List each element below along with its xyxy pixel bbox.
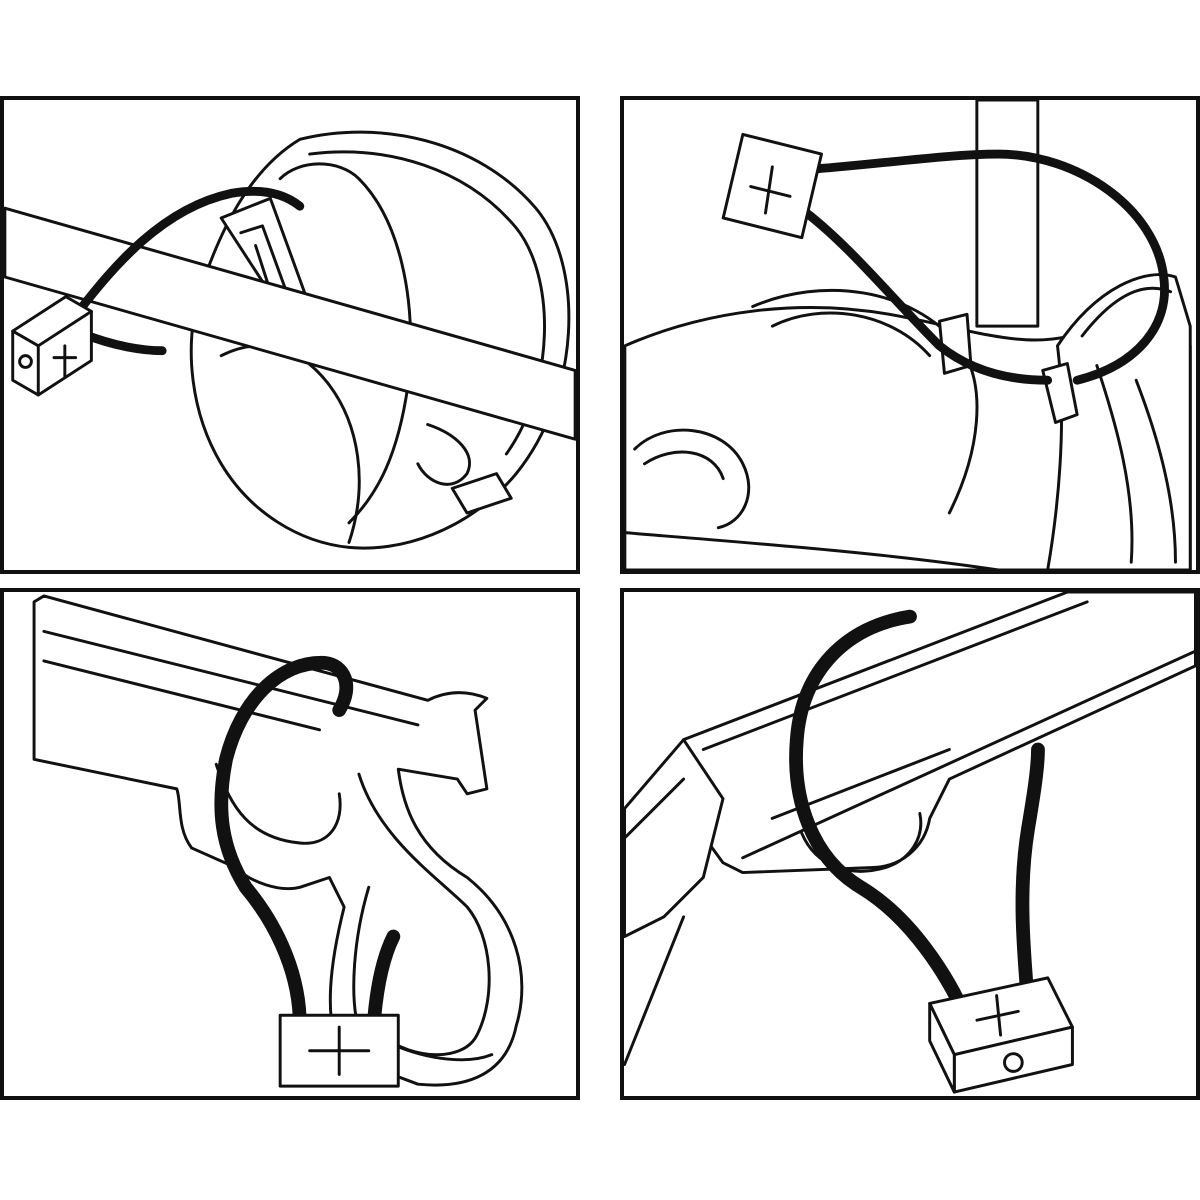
- panel-rifle: [620, 588, 1200, 1100]
- cable-2: [812, 149, 1169, 385]
- backpack-pole: [975, 100, 1040, 328]
- pistol-illustration: [32, 594, 524, 1088]
- plus-icon: [52, 344, 78, 379]
- lock-block-4: [928, 976, 1074, 1094]
- plus-icon: [975, 994, 1020, 1037]
- lock-block-1: [11, 295, 93, 397]
- cable-1: [74, 186, 305, 316]
- cable-3: [214, 655, 354, 1033]
- plus-icon: [749, 165, 792, 215]
- panel-pistol: [0, 588, 580, 1100]
- panel-helmet: [0, 96, 580, 574]
- panel-backpack: [620, 96, 1200, 574]
- helmet-bar: [4, 206, 576, 441]
- rifle-illustration: [624, 592, 1196, 1094]
- cable-4: [789, 609, 976, 1033]
- lock-block-3: [278, 1013, 400, 1088]
- helmet-illustration: [4, 130, 576, 550]
- backpack-illustration: [624, 100, 1192, 570]
- lock-block-2: [721, 132, 823, 240]
- plus-icon: [308, 1025, 371, 1076]
- rifle-body: [682, 592, 1196, 875]
- pistol-body: [32, 594, 524, 1087]
